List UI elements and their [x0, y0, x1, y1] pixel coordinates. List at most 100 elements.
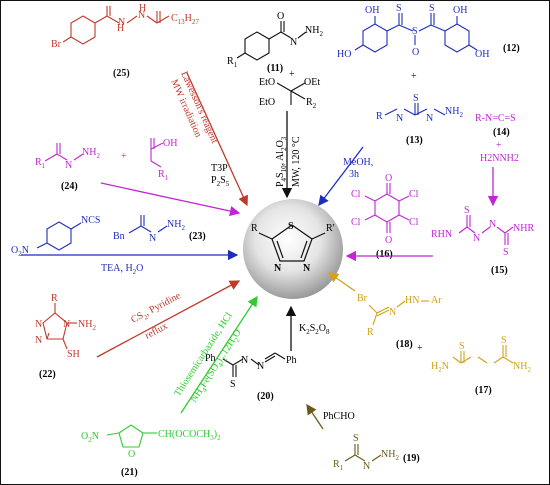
c13-id: (13)	[406, 135, 423, 146]
reagent-p4s10: P4S10, Al2O3	[275, 136, 288, 187]
c25-chain: C13H27	[171, 13, 199, 26]
c13-r: R	[376, 111, 383, 122]
c13-nh2: NH2	[445, 106, 463, 119]
c21-acetal: CH(OCOCH3)2	[158, 429, 221, 442]
reagent-meoh: MeOH,	[343, 157, 373, 168]
c23-id: (23)	[189, 231, 206, 242]
arrow-24	[100, 182, 241, 217]
reagent-reflux: reflux	[143, 321, 169, 342]
c22-n2: N	[35, 335, 42, 346]
c11-r1: R1	[227, 56, 238, 69]
reagent-tea: TEA, H2O	[101, 263, 143, 276]
c19-s: S	[353, 433, 359, 444]
c18-ar: Ar	[431, 295, 442, 306]
compound-24: R1 N NH2 + OH R1 (24)	[35, 138, 177, 192]
c11-nh2: NH2	[305, 25, 323, 38]
c23-n: N	[149, 233, 156, 244]
c20-s: S	[230, 379, 236, 390]
c15-rhn: RHN	[431, 229, 452, 240]
compound-13: R N S N NH2 (13)	[376, 93, 463, 146]
c22-n1: N	[35, 319, 42, 330]
compound-23: Bn N NH2 (23)	[113, 215, 206, 244]
c25-n2: N	[138, 10, 145, 21]
c16-o-top: O	[385, 173, 392, 184]
c12-s1: S	[396, 3, 402, 14]
c24-nh2: NH2	[82, 147, 100, 160]
c19-r1: R1	[333, 459, 344, 472]
c11-plus: +	[289, 69, 295, 80]
c20-ph2: Ph	[286, 355, 297, 366]
c20-n: N	[257, 361, 264, 372]
reagent-phcho: PhCHO	[323, 411, 355, 422]
c20-nh: N	[241, 355, 248, 366]
c25-br: Br	[51, 39, 62, 50]
c23-nh2: NH2	[167, 219, 185, 232]
nitro-label: O2N	[11, 245, 29, 258]
arrow-19	[306, 403, 324, 430]
c24-r1a: R1	[35, 157, 46, 170]
c18-hn: HN	[405, 295, 419, 306]
c24-r1b: R1	[158, 169, 169, 182]
c12-oh-right: OH	[453, 5, 467, 16]
c21-o2n: O2N	[81, 431, 99, 444]
c15-nhr: NHR	[513, 223, 534, 234]
c17-id: (17)	[475, 385, 492, 396]
c12-id: (12)	[503, 43, 520, 54]
reagent-t3p: T3P	[211, 163, 228, 174]
ring-sulfur: S	[288, 221, 294, 232]
c14-rncs: R-N=C=S	[475, 113, 516, 124]
compound-18: Br HN Ar N R (18) +	[357, 293, 442, 354]
c16-o-bottom: O	[385, 235, 392, 246]
c12-oh-bottom: OH	[475, 49, 489, 60]
c15-id: (15)	[491, 265, 508, 276]
compound-21: O2N O CH(OCOCH3)2 (21)	[81, 424, 221, 478]
c16-cl-3: Cl	[351, 217, 361, 228]
c13-n2: N	[426, 113, 433, 124]
c24-id: (24)	[61, 181, 78, 192]
c22-n4: N	[63, 319, 70, 330]
c18-r: R	[367, 327, 374, 338]
c11-id: (11)	[267, 63, 283, 74]
c11-oet: OEt	[304, 77, 320, 88]
c16-id: (16)	[376, 249, 393, 260]
c24-n: N	[65, 160, 72, 171]
c12-oh-left: OH	[365, 5, 379, 16]
c17-nh2: NH2	[513, 361, 531, 374]
c12-s3: S	[412, 26, 418, 37]
arrow-25	[186, 72, 248, 207]
c11-eto-1: EtO	[259, 77, 275, 88]
c25-h1: H	[117, 23, 124, 34]
compound-nitrophenyl-isothiocyanate: NCS O2N	[11, 215, 100, 258]
c15-s2: S	[503, 247, 509, 258]
reagent-3h: 3h	[349, 169, 359, 180]
reagent-p2s5: P2S5	[211, 175, 230, 188]
ncs-label: NCS	[81, 215, 100, 226]
compound-25: Br H N N H C13H27 (25)	[51, 3, 199, 79]
c14-hydrazine: H2NNH2	[480, 153, 519, 164]
c13-n1: N	[396, 113, 403, 124]
c19-n: N	[363, 461, 370, 472]
c25-id: (25)	[113, 68, 130, 79]
c12-plus: +	[411, 71, 417, 82]
c21-o: O	[128, 449, 135, 460]
c16-cl-2: Cl	[409, 189, 419, 200]
c15-n1: N	[473, 233, 480, 244]
product-sphere	[243, 199, 343, 299]
c19-nh2: NH2	[381, 449, 399, 462]
c24-oh: OH	[163, 138, 177, 149]
reagent-k2s2o8: K2S2O8	[299, 323, 330, 336]
arrow-21	[180, 295, 258, 414]
c11-r2: R2	[306, 97, 317, 110]
compound-17: H2N S S NH2 (17)	[431, 335, 531, 396]
product-r-prime: R'	[326, 223, 335, 234]
c12-o: O	[412, 47, 419, 58]
compound-15: RHN S N N NHR S (15)	[431, 205, 534, 276]
c11-n: N	[290, 37, 297, 48]
reagent-cs2-pyridine: CS2, Pyridine	[129, 290, 184, 327]
c22-nh2: NH2	[78, 319, 96, 332]
c17-h2n: H2N	[431, 361, 449, 374]
c23-bn: Bn	[113, 231, 125, 242]
c11-eto-2: EtO	[259, 97, 275, 108]
